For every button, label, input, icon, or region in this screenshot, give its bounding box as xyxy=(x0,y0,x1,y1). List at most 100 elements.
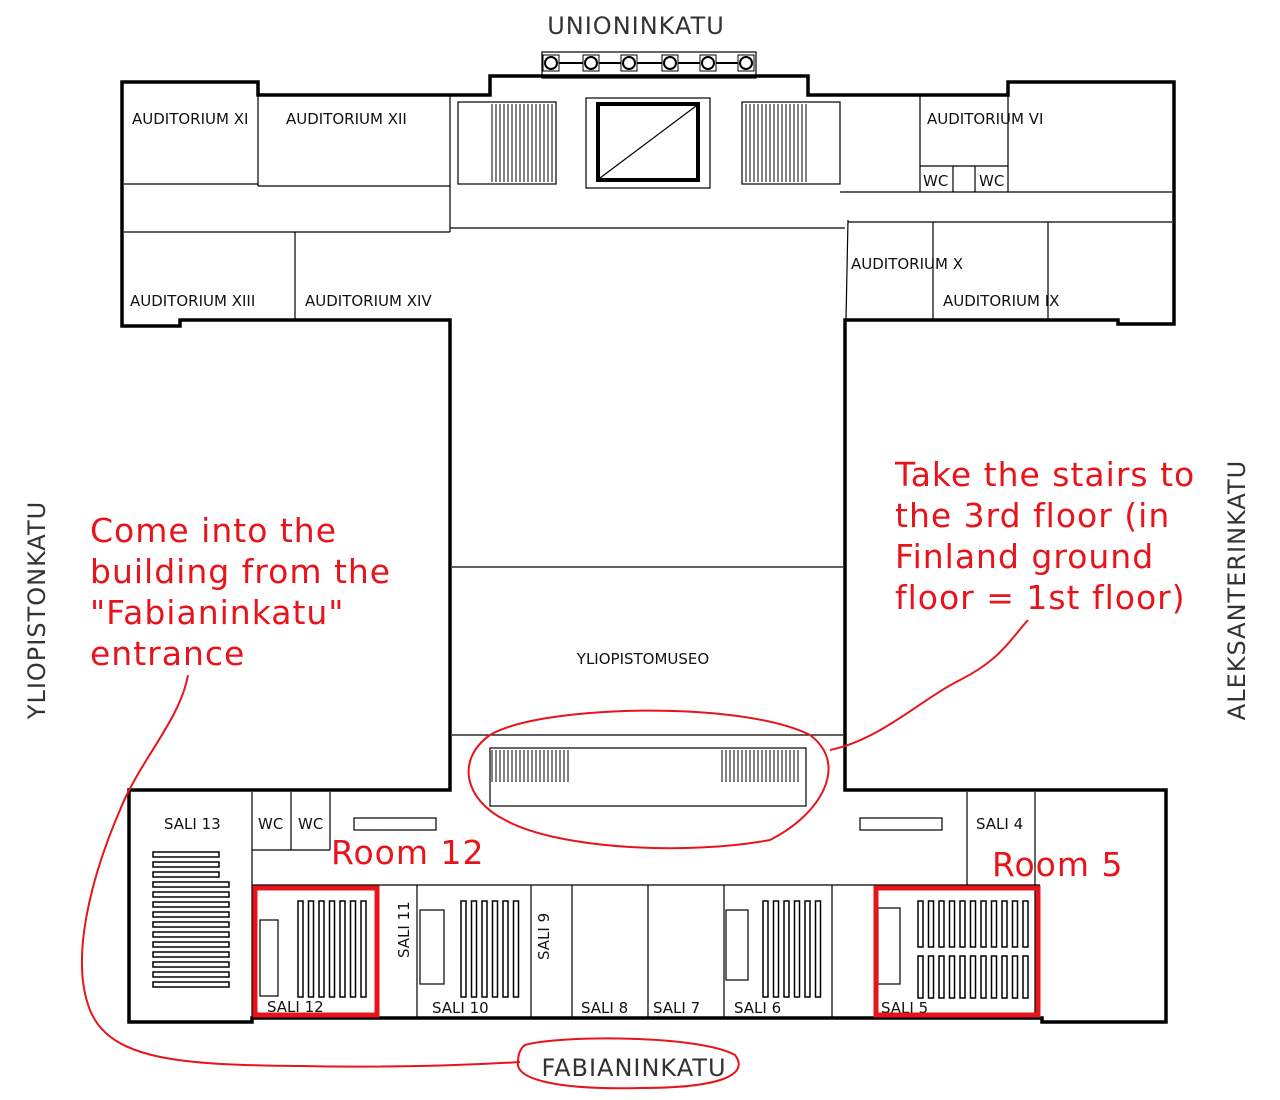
seat-row xyxy=(917,955,924,999)
seat-row xyxy=(772,900,780,998)
seat-row xyxy=(152,861,220,868)
south-wing-walls xyxy=(251,747,1040,1018)
seating-rows xyxy=(152,851,1029,999)
room-label-wc: WC xyxy=(979,172,1004,190)
street-label-yliopistonkatu: YLIOPISTONKATU xyxy=(23,501,51,720)
seat-row xyxy=(360,900,367,998)
room-label-auditorium-ix: AUDITORIUM IX xyxy=(943,292,1059,310)
seat-row xyxy=(481,900,488,998)
room-5-label: Room 5 xyxy=(992,845,1123,884)
seat-row xyxy=(502,900,509,998)
room-label-wc: WC xyxy=(298,815,323,833)
fabianinkatu-highlight-ellipse xyxy=(516,1037,740,1090)
seat-row xyxy=(969,955,977,999)
seat-row xyxy=(959,900,966,948)
seat-row xyxy=(152,971,230,978)
seat-row xyxy=(1001,955,1008,999)
highlight-room-12 xyxy=(252,885,380,1018)
room-label-auditorium-x: AUDITORIUM X xyxy=(851,255,963,273)
stairs-highlight-ellipse xyxy=(467,709,830,850)
seat-row xyxy=(152,931,230,938)
seat-row xyxy=(783,900,790,998)
room-label-auditorium-xiv: AUDITORIUM XIV xyxy=(305,292,432,310)
room-label-sali-10: SALI 10 xyxy=(432,999,489,1017)
street-label-fabianinkatu: FABIANINKATU xyxy=(541,1054,726,1082)
room-label-auditorium-xi: AUDITORIUM XI xyxy=(132,110,248,128)
street-label-unioninkatu: UNIONINKATU xyxy=(547,12,725,40)
column xyxy=(584,56,598,70)
seat-row xyxy=(980,955,987,999)
seat-row xyxy=(152,941,230,948)
seat-row xyxy=(938,900,945,948)
seat-row xyxy=(152,871,220,878)
seat-row xyxy=(980,900,987,948)
seat-row xyxy=(990,900,998,948)
seat-row xyxy=(793,900,801,998)
seat-row xyxy=(948,955,956,999)
room-label-auditorium-vi: AUDITORIUM VI xyxy=(927,110,1043,128)
seat-row xyxy=(318,900,325,998)
seat-row xyxy=(152,921,230,928)
column xyxy=(701,56,715,70)
stairs xyxy=(491,104,807,782)
seat-row xyxy=(512,900,520,998)
street-label-aleksanterinkatu: ALEKSANTERINKATU xyxy=(1223,460,1251,720)
room-label-sali-9: SALI 9 xyxy=(535,913,553,960)
seat-row xyxy=(917,900,924,948)
portico xyxy=(541,51,757,79)
seat-row xyxy=(152,951,230,958)
column xyxy=(663,56,677,70)
room-label-sali-7: SALI 7 xyxy=(653,999,700,1017)
seat-row xyxy=(307,900,315,998)
room-label-sali-11: SALI 11 xyxy=(395,901,413,958)
room-label-sali-6: SALI 6 xyxy=(734,999,781,1017)
seat-row xyxy=(297,900,304,998)
seat-row xyxy=(339,900,346,998)
room-label-wc: WC xyxy=(923,172,948,190)
seat-row xyxy=(152,881,230,888)
highlight-room-5 xyxy=(873,885,1041,1018)
room-label-sali-4: SALI 4 xyxy=(976,815,1023,833)
seat-row xyxy=(1022,955,1029,999)
seat-row xyxy=(1001,900,1008,948)
north-wing-walls xyxy=(124,96,1172,736)
seat-row xyxy=(152,851,220,858)
seat-row xyxy=(927,900,935,948)
room-label-sali-8: SALI 8 xyxy=(581,999,628,1017)
seat-row xyxy=(762,900,769,998)
seat-row xyxy=(948,900,956,948)
room-label-sali-12: SALI 12 xyxy=(267,998,324,1016)
seat-row xyxy=(152,961,230,968)
seat-row xyxy=(804,900,811,998)
seat-row xyxy=(460,900,467,998)
room-label-wc: WC xyxy=(258,815,283,833)
seat-row xyxy=(927,955,935,999)
seat-row xyxy=(349,900,357,998)
stairs-instruction: Take the stairs to the 3rd floor (in Fin… xyxy=(894,455,1207,617)
column xyxy=(544,56,558,70)
room-12-label: Room 12 xyxy=(331,833,484,872)
seat-row xyxy=(1011,900,1019,948)
room-label-museum: YLIOPISTOMUSEO xyxy=(576,650,709,668)
room-label-auditorium-xii: AUDITORIUM XII xyxy=(286,110,407,128)
seat-row xyxy=(1022,900,1029,948)
seat-row xyxy=(152,891,230,898)
column xyxy=(739,56,753,70)
entrance-route-line xyxy=(80,674,521,1068)
seat-row xyxy=(959,955,966,999)
seat-row xyxy=(969,900,977,948)
seat-row xyxy=(152,911,230,918)
seat-row xyxy=(814,900,822,998)
seat-row xyxy=(938,955,945,999)
seat-row xyxy=(152,901,230,908)
entrance-instruction: Come into the building from the "Fabiani… xyxy=(90,511,403,673)
room-label-auditorium-xiii: AUDITORIUM XIII xyxy=(130,292,255,310)
seat-row xyxy=(1011,955,1019,999)
seat-row xyxy=(470,900,478,998)
seat-row xyxy=(990,955,998,999)
seat-row xyxy=(152,981,230,988)
seat-row xyxy=(328,900,336,998)
seat-row xyxy=(491,900,499,998)
column xyxy=(622,56,636,70)
